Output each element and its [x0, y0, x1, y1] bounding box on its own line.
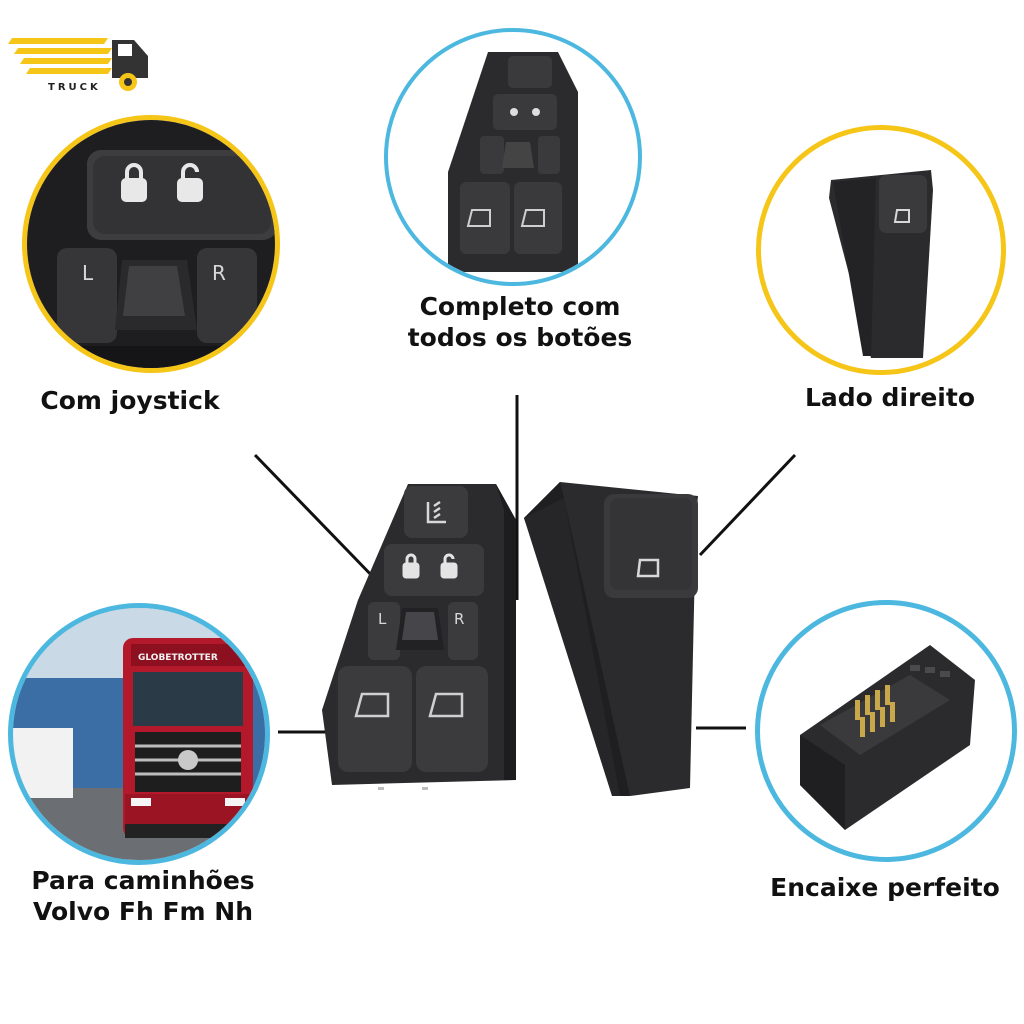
volvo-truck-image: GLOBETROTTER: [13, 608, 265, 860]
switch-left-label: L: [378, 610, 387, 628]
joystick-closeup-image: L R: [27, 120, 275, 368]
logo-text: TRUCK: [48, 82, 101, 93]
truck-logo-icon: TRUCK: [8, 38, 148, 93]
complete-switch-circle: [384, 28, 642, 286]
caption-complete-line2: todos os botões: [407, 323, 633, 352]
caption-trucks-line2: Volvo Fh Fm Nh: [32, 897, 254, 926]
brand-logo: TRUCK: [8, 30, 158, 100]
right-side-circle: [756, 125, 1006, 375]
caption-right-side: Lado direito: [804, 383, 976, 412]
caption-joystick: Com joystick: [40, 386, 220, 415]
complete-switch-image: [448, 52, 578, 272]
seat-heat-icon: [426, 500, 446, 524]
joystick-right-label: R: [212, 261, 226, 285]
caption-complete-line1: Completo com: [419, 292, 621, 321]
joystick-left-label: L: [82, 261, 94, 285]
caption-fit: Encaixe perfeito: [770, 873, 1000, 902]
lock-icon: [402, 553, 420, 579]
truck-photo-circle: GLOBETROTTER: [8, 603, 270, 865]
joystick-closeup-circle: L R: [22, 115, 280, 373]
truck-badge-text: GLOBETROTTER: [138, 653, 218, 663]
main-switch-right: [520, 478, 720, 803]
main-switch-right-image: [524, 482, 698, 796]
unlock-icon: [440, 553, 458, 579]
unlock-icon: [177, 163, 203, 202]
switch-right-label: R: [454, 610, 464, 628]
main-switch-left: L R: [318, 480, 518, 800]
connector-circle: [755, 600, 1017, 862]
main-switch-left-image: L R: [322, 484, 516, 790]
right-side-image: [829, 170, 933, 358]
window-right-icon: [428, 692, 464, 718]
lock-icon: [121, 163, 147, 202]
caption-trucks-line1: Para caminhões: [31, 866, 255, 895]
connector-image: [800, 645, 975, 830]
window-button-left: [338, 666, 412, 772]
window-left-icon: [354, 692, 390, 718]
window-icon: [636, 558, 660, 578]
window-button-right: [416, 666, 488, 772]
